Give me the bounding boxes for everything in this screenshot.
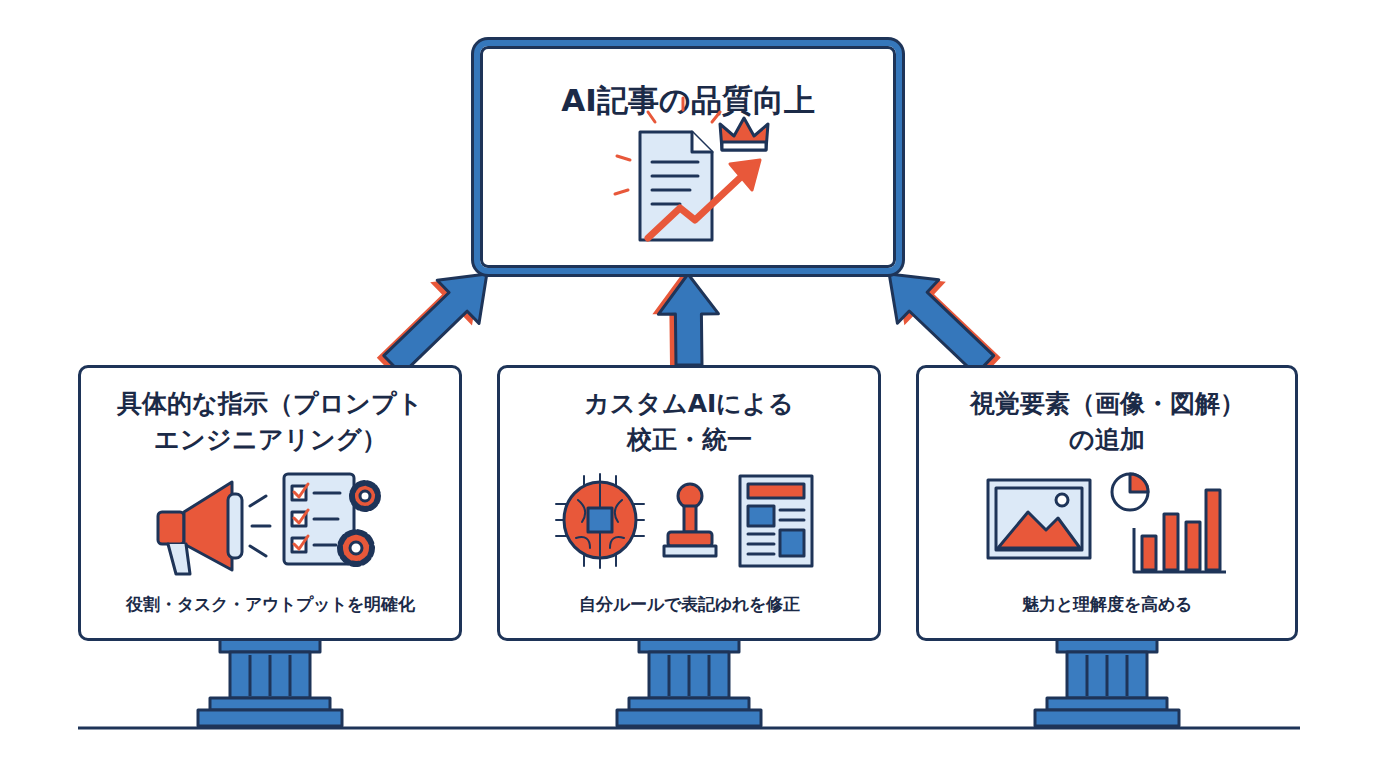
picture-icon	[988, 480, 1090, 558]
box-description: 魅力と理解度を高める	[919, 593, 1295, 616]
pillar-box: カスタムAIによる 校正・統一自分ルールで表記ゆれを修正	[497, 365, 881, 641]
goal-box: AI記事の品質向上	[474, 40, 902, 274]
quality-icon	[615, 98, 768, 240]
connector-arrow	[377, 274, 487, 376]
ground-line	[78, 727, 1300, 730]
brain-chip-icon	[556, 474, 644, 568]
pillar	[617, 638, 761, 726]
pillar	[1035, 638, 1179, 726]
pillar	[198, 638, 342, 726]
connector-arrow	[889, 274, 1001, 376]
box-title: 具体的な指示（プロンプト エンジニアリング）	[84, 386, 456, 459]
box-description: 自分ルールで表記ゆれを修正	[500, 593, 878, 616]
pillar-box: 視覚要素（画像・図解） の追加魅力と理解度を高める	[916, 365, 1298, 641]
arrow-body	[658, 274, 718, 365]
newspaper-icon	[740, 476, 812, 566]
connector-arrow	[652, 274, 718, 365]
box-title: カスタムAIによる 校正・統一	[559, 386, 819, 459]
box-title: 視覚要素（画像・図解） の追加	[957, 386, 1257, 459]
arrow-body	[384, 274, 487, 374]
bar-chart-icon	[1112, 474, 1226, 572]
arrow-body	[889, 274, 994, 374]
box-title: AI記事の品質向上	[488, 78, 888, 123]
megaphone-icon	[158, 482, 270, 574]
stamp-icon	[664, 484, 716, 556]
checklist-icon	[284, 474, 378, 564]
box-description: 役割・タスク・アウトプットを明確化	[81, 593, 459, 616]
pillar-box: 具体的な指示（プロンプト エンジニアリング） 役割・タスク・アウトプットを明確化	[78, 365, 462, 641]
